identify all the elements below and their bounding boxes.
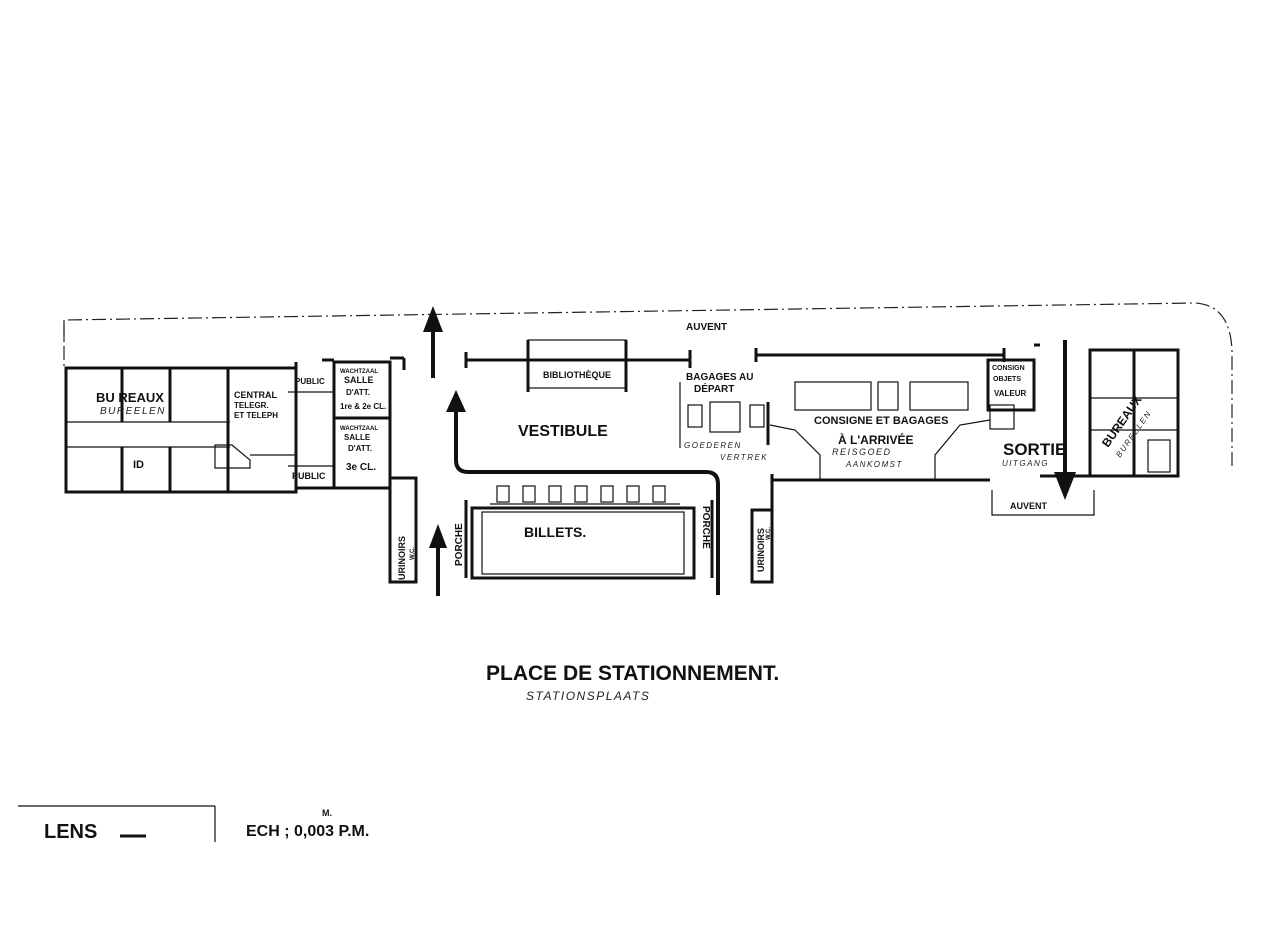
- consigne-shelf-1: [794, 381, 872, 411]
- label-porche-left: PORCHE: [454, 523, 465, 566]
- label-central: CENTRAL: [234, 390, 277, 400]
- label-bibliotheque: BIBLIOTHÈQUE: [543, 370, 611, 380]
- label-public-1: PUBLIC: [295, 377, 325, 386]
- label-valeur: VALEUR: [994, 389, 1027, 398]
- label-goederen: GOEDEREN: [684, 441, 742, 450]
- label-aankomst: AANKOMST: [845, 460, 903, 469]
- label-salle-2: SALLE: [344, 433, 371, 442]
- label-billets: BILLETS.: [524, 524, 586, 540]
- label-place-stationnement: PLACE DE STATIONNEMENT.: [486, 662, 779, 685]
- urinoirs-left-block: [388, 476, 418, 584]
- label-urinoirs-left: URINOIRS: [397, 536, 407, 580]
- platform-outline: [63, 302, 1233, 470]
- label-arrivee: À L'ARRIVÉE: [838, 432, 914, 447]
- valeur-room: [986, 358, 1036, 412]
- ticket-windows: [490, 485, 680, 505]
- label-sortie: SORTIE: [1003, 440, 1066, 459]
- entry-arrow-bottom: [429, 524, 447, 596]
- circulation-arrow: [446, 390, 720, 595]
- label-datt-2: D'ATT.: [348, 444, 372, 453]
- consigne-shelf-2: [877, 381, 899, 411]
- billets-inner: [481, 511, 685, 575]
- label-bagages-2: DÉPART: [694, 382, 734, 395]
- label-consign-2: OBJETS: [993, 376, 1021, 383]
- label-reisgoed: REISGOED: [832, 447, 892, 457]
- consigne-counter-right: [934, 419, 991, 480]
- bagages-counter-3: [749, 404, 765, 428]
- label-wachtzaal-2: WACHTZAAL: [340, 426, 378, 432]
- label-auvent-right: AUVENT: [1010, 501, 1048, 511]
- bagages-counter-1: [687, 404, 703, 428]
- label-salle-1: SALLE: [344, 375, 374, 385]
- label-bureaux-left: BU REAUX: [96, 390, 164, 405]
- label-telegr: TELEGR.: [234, 401, 269, 410]
- label-teleph: ET TELEPH: [234, 411, 278, 420]
- urinoirs-right-block: [750, 508, 774, 584]
- bagages-counter-2: [709, 401, 741, 433]
- label-public-2: PUBLIC: [292, 471, 326, 481]
- label-wc-right: W.C.: [766, 527, 772, 540]
- scale-text: ECH ; 0,003 P.M.: [246, 823, 369, 840]
- auvent-right-outline: [991, 490, 1095, 516]
- label-cl3: 3e CL.: [346, 462, 376, 473]
- left-bureaux-block: [64, 366, 298, 494]
- consigne-shelf-3: [909, 381, 969, 411]
- bibliotheque-box: [527, 339, 627, 389]
- label-wc-left: W.C.: [410, 547, 416, 560]
- label-bagages-1: BAGAGES AU: [686, 372, 753, 383]
- label-vestibule: VESTIBULE: [518, 423, 608, 440]
- entry-arrow-top: [423, 306, 443, 378]
- left-stair: [214, 444, 251, 469]
- right-stair: [1147, 439, 1171, 473]
- label-wachtzaal-1: WACHTZAAL: [340, 369, 378, 375]
- billets-counter: [470, 506, 696, 580]
- scale-unit: M.: [322, 808, 332, 818]
- label-uitgang: UITGANG: [1002, 459, 1049, 468]
- label-id: ID: [133, 459, 144, 471]
- label-consigne: CONSIGNE ET BAGAGES: [814, 415, 948, 427]
- label-datt-1: D'ATT.: [346, 388, 370, 397]
- label-porche-right: PORCHE: [700, 506, 711, 549]
- label-consign-1: CONSIGN: [992, 365, 1025, 372]
- sortie-arrow: [1054, 340, 1076, 500]
- station-name: LENS: [44, 821, 97, 843]
- label-bureelen-left: BUREELEN: [100, 406, 166, 417]
- label-auvent-top: AUVENT: [686, 322, 727, 333]
- label-stationsplaats: STATIONSPLAATS: [526, 689, 650, 703]
- consigne-counter-left: [769, 424, 821, 480]
- label-urinoirs-right: URINOIRS: [756, 528, 766, 572]
- label-cl12: 1re & 2e CL.: [340, 402, 386, 411]
- label-vertrek: VERTREK: [720, 453, 768, 462]
- valeur-inner: [989, 404, 1015, 430]
